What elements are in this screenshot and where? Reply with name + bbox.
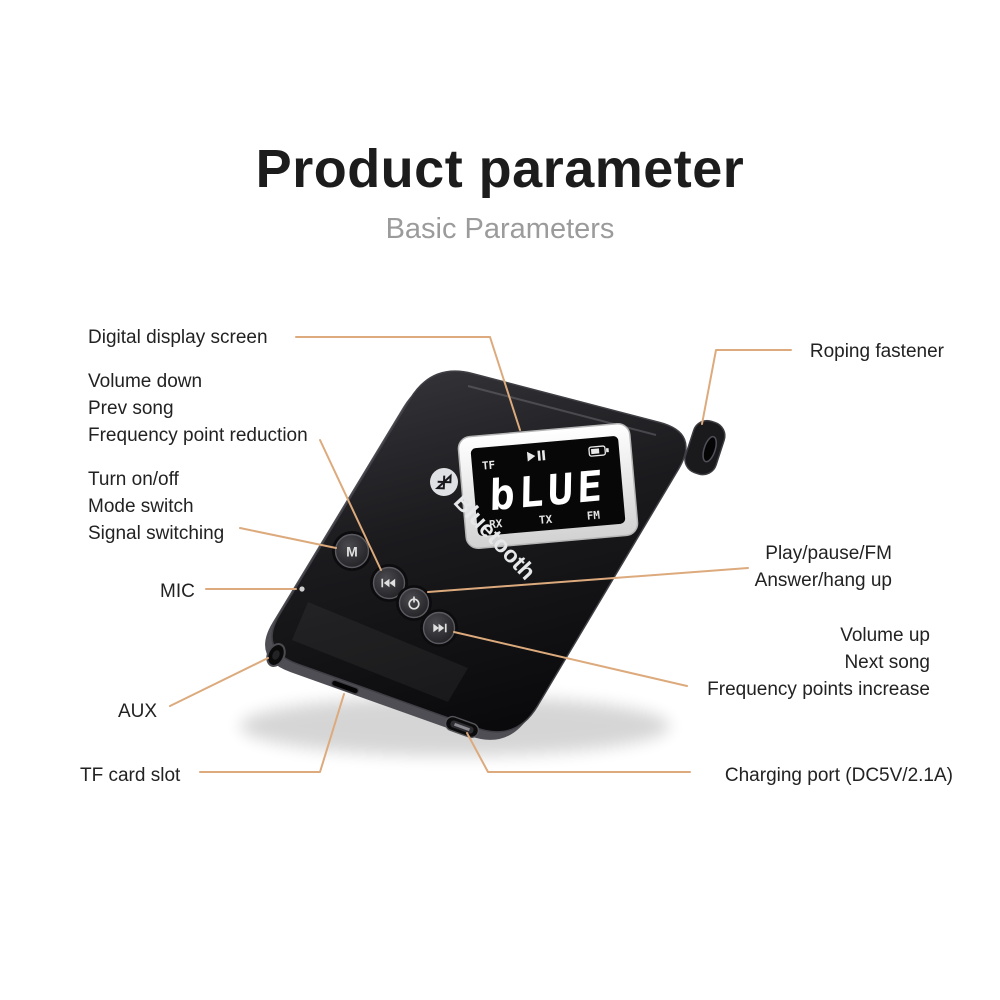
label-line: AUX	[118, 701, 158, 722]
leader-play-pause	[427, 567, 749, 593]
lanyard-hole	[702, 435, 718, 463]
display-rx-indicator: RX	[489, 517, 504, 531]
label-line: Charging port (DC5V/2.1A)	[724, 765, 953, 786]
power-button	[396, 585, 432, 621]
next-icon	[433, 623, 447, 633]
battery-icon	[588, 445, 609, 457]
next-button	[420, 609, 458, 647]
label-line: Mode switch	[88, 496, 194, 517]
display-glass	[470, 436, 626, 536]
label-line: Next song	[844, 652, 930, 673]
body-reflection	[292, 602, 468, 702]
usb-port	[444, 715, 480, 739]
prev-button	[370, 564, 408, 602]
label-line: Frequency point reduction	[88, 425, 308, 446]
label-line: Roping fastener	[809, 341, 944, 362]
display-screen: TF bLUE RX TX FM	[457, 422, 639, 550]
label-power-group: Turn on/off Mode switch Signal switching	[88, 466, 224, 547]
label-aux: AUX	[118, 698, 157, 725]
leader-turn-on-off	[239, 527, 337, 549]
lanyard-fastener	[684, 419, 726, 476]
label-line: Prev song	[88, 398, 174, 419]
label-line: Volume up	[840, 625, 930, 646]
label-line: Turn on/off	[88, 469, 179, 490]
leader-volume-up	[453, 631, 688, 687]
mode-button: M	[332, 531, 372, 571]
label-charging-port: Charging port (DC5V/2.1A)	[725, 762, 953, 789]
label-line: TF card slot	[80, 765, 181, 786]
label-volume-up-group: Volume up Next song Frequency points inc…	[707, 622, 930, 703]
label-line: Volume down	[88, 371, 203, 392]
leader-tf-card-slot	[199, 693, 345, 773]
label-mic: MIC	[160, 578, 195, 605]
aux-port	[266, 643, 286, 667]
label-line: Digital display screen	[88, 327, 268, 348]
label-digital-display-screen: Digital display screen	[88, 324, 268, 351]
label-line: Play/pause/FM	[765, 543, 892, 564]
label-line: MIC	[160, 581, 195, 602]
bluetooth-logo-icon	[430, 468, 458, 496]
label-line: Signal switching	[88, 523, 225, 544]
leader-volume-down	[319, 439, 382, 571]
leader-charging-port	[466, 732, 691, 773]
mode-button-label: M	[346, 544, 358, 560]
label-play-group: Play/pause/FM Answer/hang up	[755, 540, 892, 594]
page-subtitle: Basic Parameters	[385, 213, 615, 245]
leader-aux	[169, 657, 269, 707]
label-tf-card-slot: TF card slot	[80, 762, 180, 789]
label-line: Answer/hang up	[754, 570, 892, 591]
label-volume-down-group: Volume down Prev song Frequency point re…	[88, 368, 308, 449]
leader-digital-display-screen	[295, 336, 521, 431]
display-fm-indicator: FM	[586, 509, 601, 523]
label-roping-fastener: Roping fastener	[810, 338, 944, 365]
tf-card-slot-port	[331, 679, 359, 695]
display-main-text: bLUE	[489, 461, 607, 520]
mic-hole	[299, 586, 305, 592]
leader-roping-fastener	[701, 349, 792, 425]
play-pause-icon	[526, 450, 546, 462]
display-tf-indicator: TF	[481, 459, 495, 473]
display-tx-indicator: TX	[538, 513, 553, 527]
power-icon	[408, 596, 420, 610]
label-line: Frequency points increase	[707, 679, 930, 700]
prev-icon	[381, 578, 396, 588]
page-title: Product parameter	[255, 139, 745, 199]
